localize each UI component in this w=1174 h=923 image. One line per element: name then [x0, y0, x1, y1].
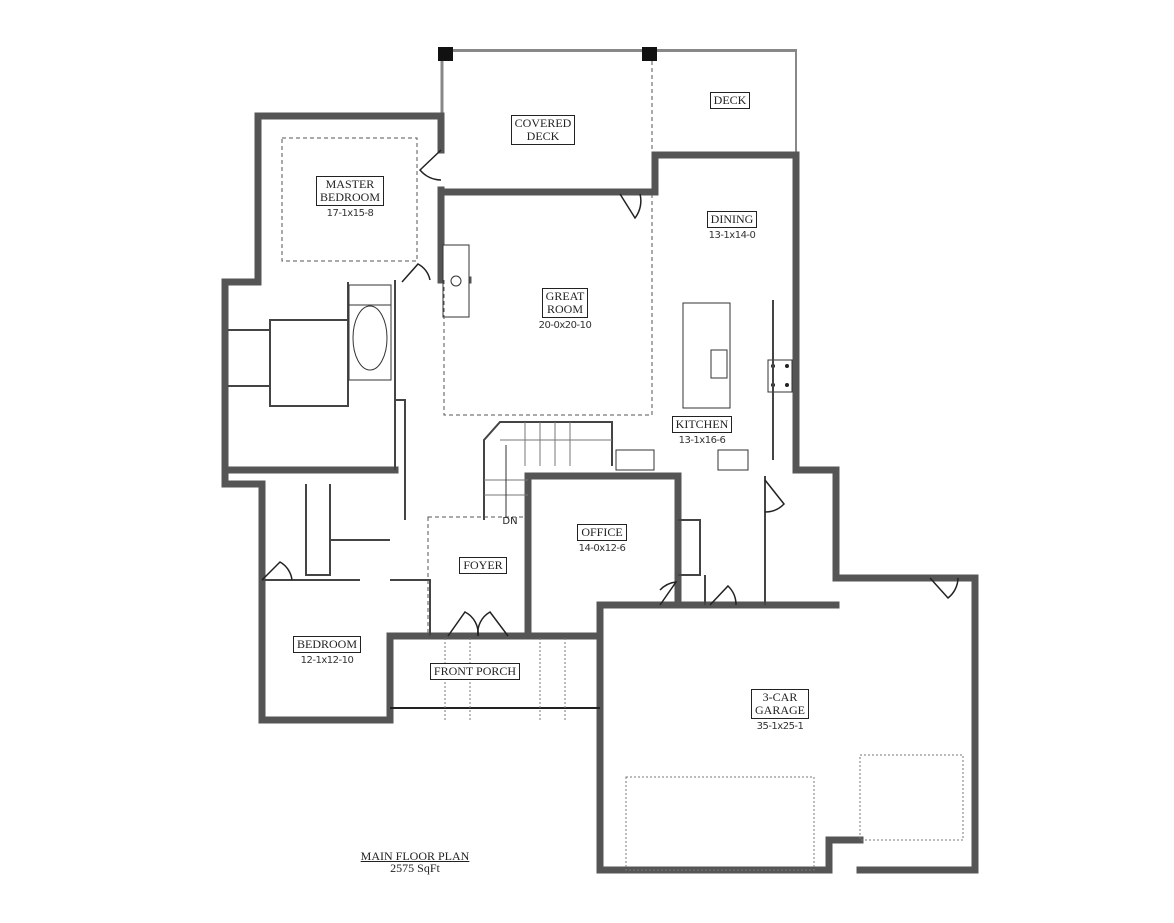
room-name-line1: COVERED [514, 116, 572, 130]
room-name-line1: GREAT [545, 289, 585, 303]
room-name: FOYER [459, 557, 507, 574]
room-name-line2: ROOM [546, 302, 583, 316]
plan-title: MAIN FLOOR PLAN [360, 849, 470, 863]
room-office: OFFICE 14-0x12-6 [562, 524, 642, 555]
room-deck: DECK [700, 92, 760, 109]
room-bedroom: BEDROOM 12-1x12-10 [282, 636, 372, 667]
room-dimensions: 35-1x25-1 [756, 721, 804, 732]
room-name: DECK [709, 92, 751, 109]
room-dining: DINING 13-1x14-0 [692, 211, 772, 242]
room-dimensions: 20-0x20-10 [538, 320, 592, 331]
room-dimensions: 14-0x12-6 [578, 543, 626, 554]
room-name-line2: BEDROOM [319, 190, 380, 204]
staircase [483, 421, 749, 520]
room-name-line2: DECK [526, 129, 560, 143]
room-dimensions: 13-1x16-6 [678, 435, 726, 446]
exterior-walls [221, 112, 979, 874]
deck-outline [438, 47, 797, 415]
room-name: DINING [706, 211, 758, 228]
room-dimensions: 13-1x14-0 [708, 230, 756, 241]
room-dimensions: 12-1x12-10 [300, 655, 354, 666]
room-name: KITCHEN [671, 416, 733, 433]
ceiling-outlines [281, 137, 964, 871]
room-name: FRONT PORCH [429, 663, 521, 680]
room-name: BEDROOM [292, 636, 361, 653]
room-front-porch: FRONT PORCH [420, 663, 530, 680]
plan-title-block: MAIN FLOOR PLAN 2575 SqFt [350, 850, 480, 874]
plan-area: 2575 SqFt [390, 861, 440, 875]
stair-direction-label: DN [502, 516, 518, 527]
room-foyer: FOYER [448, 557, 518, 574]
room-name-line1: MASTER [325, 177, 375, 191]
doors [261, 149, 959, 637]
room-kitchen: KITCHEN 13-1x16-6 [662, 416, 742, 447]
room-name: OFFICE [577, 524, 627, 541]
room-dimensions: 17-1x15-8 [326, 208, 374, 219]
interior-walls [228, 244, 793, 636]
room-name-line2: GARAGE [755, 703, 805, 717]
room-name-line1: 3-CAR [762, 690, 798, 704]
